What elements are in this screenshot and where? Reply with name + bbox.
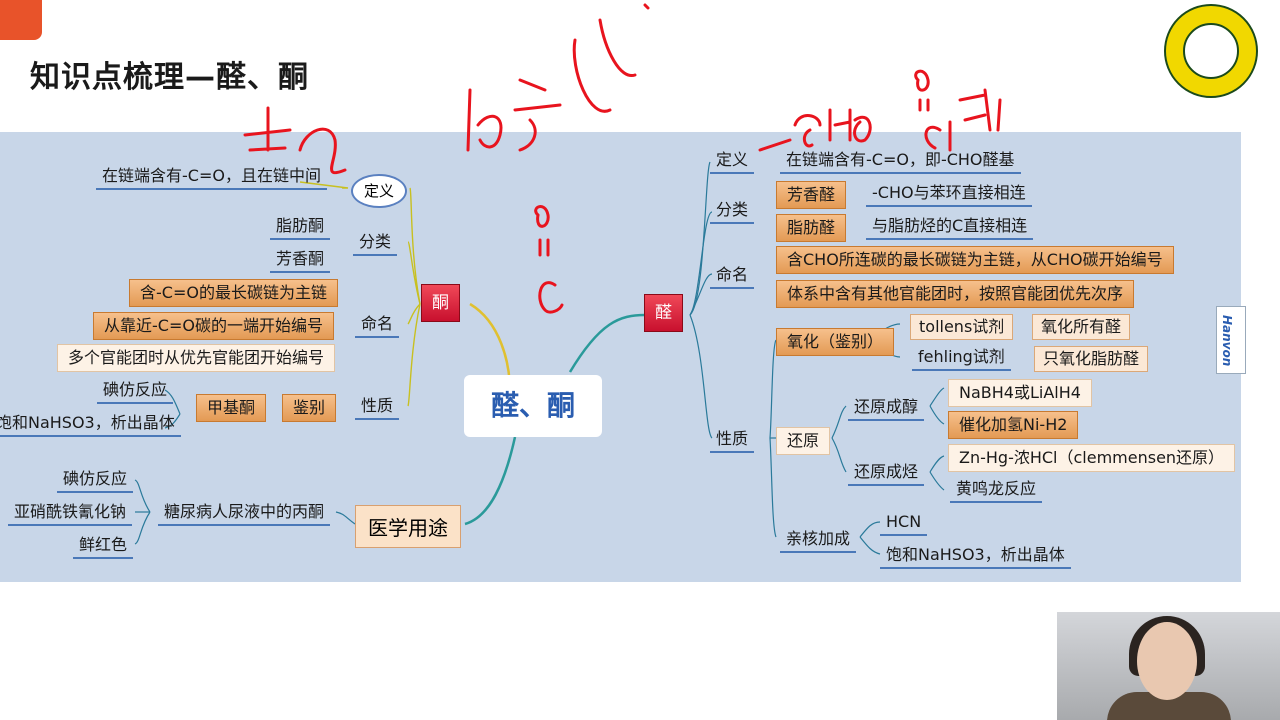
aldehyde-class-label[interactable]: 分类: [710, 200, 755, 224]
ketone-naming-item-0[interactable]: 含-C=O的最长碳链为主链: [129, 279, 338, 307]
ketone-class-label[interactable]: 分类: [353, 232, 398, 256]
aldehyde-to-alcohol[interactable]: 还原成醇: [848, 397, 925, 421]
aldehyde-tollens[interactable]: tollens试剂: [910, 314, 1014, 340]
presenter-face: [1137, 622, 1197, 700]
aldehyde-tollens-result[interactable]: 氧化所有醛: [1032, 314, 1131, 340]
aldehyde-def-text[interactable]: 在链端含有-C=O，即-CHO醛基: [780, 150, 1021, 174]
aldehyde-class-aliphatic[interactable]: 脂肪醛: [776, 214, 847, 242]
ketone-root[interactable]: 酮: [421, 284, 460, 322]
ketone-class-item-0[interactable]: 脂肪酮: [270, 216, 331, 240]
line-aldehyde-center: [568, 313, 646, 373]
aldehyde-def-label[interactable]: 定义: [710, 150, 755, 174]
ketone-naming-item-2[interactable]: 多个官能团时从优先官能团开始编号: [57, 344, 336, 372]
aldehyde-fehling[interactable]: fehling试剂: [912, 347, 1011, 371]
ketone-prop-item-0[interactable]: 碘仿反应: [97, 380, 174, 404]
ketone-prop-item-1[interactable]: 饱和NaHSO3，析出晶体: [0, 413, 181, 437]
aldehyde-alkane-item-0[interactable]: Zn-Hg-浓HCl（clemmensen还原）: [948, 444, 1236, 472]
presenter-webcam: [1057, 612, 1280, 720]
medical-label[interactable]: 医学用途: [355, 505, 461, 548]
aldehyde-naming-item-0[interactable]: 含CHO所连碳的最长碳链为主链，从CHO碳开始编号: [776, 246, 1174, 274]
medical-item-2[interactable]: 鲜红色: [73, 535, 134, 559]
hanvon-side-tab[interactable]: Hanvon: [1216, 306, 1246, 374]
aldehyde-nuc-item-0[interactable]: HCN: [880, 512, 928, 536]
ketone-prop-label[interactable]: 性质: [355, 396, 400, 420]
aldehyde-root[interactable]: 醛: [644, 294, 683, 332]
university-logo: [1164, 4, 1258, 98]
logo-emblem: [1183, 23, 1239, 79]
connector-lines: [134, 161, 945, 555]
aldehyde-class-aliphatic-text[interactable]: 与脂肪烃的C直接相连: [866, 216, 1034, 240]
aldehyde-naming-label[interactable]: 命名: [710, 265, 755, 289]
aldehyde-nucleophilic[interactable]: 亲核加成: [780, 529, 857, 553]
aldehyde-fehling-result[interactable]: 只氧化脂肪醛: [1034, 346, 1149, 372]
aldehyde-alkane-item-1[interactable]: 黄鸣龙反应: [950, 479, 1043, 503]
corner-accent: [0, 0, 42, 40]
aldehyde-prop-label[interactable]: 性质: [710, 429, 755, 453]
ketone-def-text[interactable]: 在链端含有-C=O，且在链中间: [96, 166, 327, 190]
ketone-naming-item-1[interactable]: 从靠近-C=O碳的一端开始编号: [93, 312, 334, 340]
aldehyde-to-alkane[interactable]: 还原成烃: [848, 462, 925, 486]
aldehyde-nuc-item-1[interactable]: 饱和NaHSO3，析出晶体: [880, 545, 1071, 569]
ketone-prop-identify[interactable]: 鉴别: [282, 394, 337, 422]
medical-mid[interactable]: 糖尿病人尿液中的丙酮: [158, 502, 331, 526]
medical-item-0[interactable]: 碘仿反应: [57, 469, 134, 493]
aldehyde-naming-item-1[interactable]: 体系中含有其他官能团时，按照官能团优先次序: [776, 280, 1135, 308]
aldehyde-alcohol-item-0[interactable]: NaBH4或LiAlH4: [948, 379, 1092, 407]
aldehyde-class-aromatic-text[interactable]: -CHO与苯环直接相连: [866, 183, 1032, 207]
ketone-def-label[interactable]: 定义: [351, 174, 407, 208]
slide-title: 知识点梳理—醛、酮: [30, 60, 309, 95]
center-topic[interactable]: 醛、酮: [464, 375, 602, 437]
aldehyde-reduction[interactable]: 还原: [776, 427, 831, 455]
ketone-prop-methyl[interactable]: 甲基酮: [196, 394, 267, 422]
side-tab-label: Hanvon: [1220, 315, 1234, 367]
medical-item-1[interactable]: 亚硝酰铁氰化钠: [8, 502, 133, 526]
line-k-def: [409, 187, 421, 305]
aldehyde-alcohol-item-1[interactable]: 催化加氢Ni-H2: [948, 411, 1079, 439]
line-medical-center: [464, 436, 517, 526]
aldehyde-class-aromatic[interactable]: 芳香醛: [776, 181, 847, 209]
ketone-naming-label[interactable]: 命名: [355, 314, 400, 338]
aldehyde-oxidation[interactable]: 氧化（鉴别）: [776, 328, 895, 356]
ketone-class-item-1[interactable]: 芳香酮: [270, 249, 331, 273]
